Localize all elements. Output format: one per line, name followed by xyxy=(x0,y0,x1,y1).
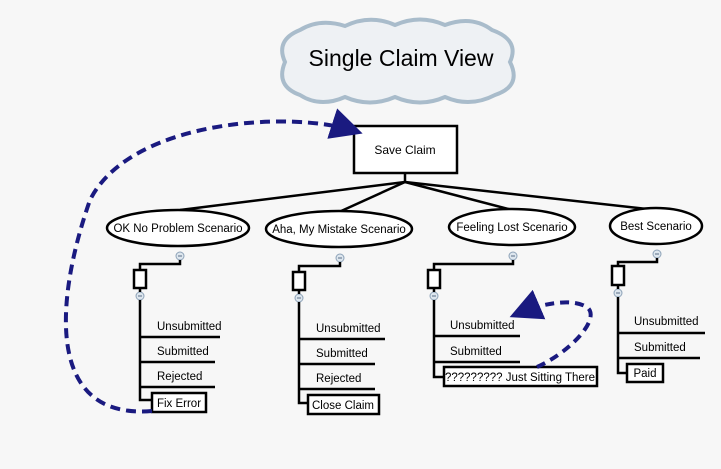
scenario-ok-no-problem: OK No Problem Scenario Unsubmitted Submi… xyxy=(105,208,251,414)
state-label: Submitted xyxy=(316,348,368,360)
scenario-node[interactable] xyxy=(608,206,704,246)
scenario-feeling-lost: Feeling Lost Scenario Unsubmitted Submit… xyxy=(426,207,599,388)
state-label: Submitted xyxy=(450,346,502,358)
scenario-best: Best Scenario Unsubmitted Submitted Paid xyxy=(608,206,705,384)
state-label: Submitted xyxy=(157,346,209,358)
root-node[interactable]: Save Claim xyxy=(352,124,459,175)
scenario-node[interactable] xyxy=(264,209,414,249)
state-label: Rejected xyxy=(157,371,202,383)
loop-arrow-fix-error-to-save xyxy=(63,108,363,414)
root-connectors xyxy=(179,173,657,214)
action-box[interactable] xyxy=(150,391,208,414)
action-label: ????????? Just Sitting There xyxy=(445,372,595,384)
collapse-handle[interactable] xyxy=(610,264,626,287)
minus-circle-icon[interactable] xyxy=(508,251,518,261)
action-label: Paid xyxy=(633,368,656,380)
action-box[interactable] xyxy=(625,362,665,384)
minus-circle-icon[interactable] xyxy=(652,249,662,259)
scenario-node[interactable] xyxy=(447,207,577,247)
collapse-handle[interactable] xyxy=(132,268,148,290)
scenario-node[interactable] xyxy=(105,208,251,248)
state-label: Submitted xyxy=(634,342,686,354)
minus-circle-icon[interactable] xyxy=(135,291,145,301)
action-label: Fix Error xyxy=(157,398,201,410)
state-label: Unsubmitted xyxy=(157,321,222,333)
loop-arrow-sitting-to-unsubmitted xyxy=(509,289,593,369)
action-label: Close Claim xyxy=(312,400,374,412)
state-label: Unsubmitted xyxy=(634,316,699,328)
root-label: Save Claim xyxy=(374,143,435,157)
scenario-aha-my-mistake: Aha, My Mistake Scenario Unsubmitted Sub… xyxy=(264,209,414,416)
state-label: Rejected xyxy=(316,373,361,385)
collapse-handle[interactable] xyxy=(291,270,307,292)
state-label: Unsubmitted xyxy=(450,320,515,332)
cloud-shape xyxy=(280,17,516,105)
scenario-label: Aha, My Mistake Scenario xyxy=(272,224,406,236)
minus-circle-icon[interactable] xyxy=(613,288,623,298)
action-box[interactable] xyxy=(306,393,381,416)
scenario-label: Best Scenario xyxy=(620,221,692,233)
scenario-label: OK No Problem Scenario xyxy=(113,223,242,235)
minus-circle-icon[interactable] xyxy=(294,293,304,303)
scenario-label: Feeling Lost Scenario xyxy=(456,222,567,234)
collapse-handle[interactable] xyxy=(426,268,442,290)
minus-circle-icon[interactable] xyxy=(335,253,345,263)
state-label: Unsubmitted xyxy=(316,323,381,335)
minus-circle-icon[interactable] xyxy=(175,251,185,261)
page-title: Single Claim View xyxy=(309,45,494,71)
minus-circle-icon[interactable] xyxy=(429,291,439,301)
title-cloud: Single Claim View xyxy=(280,17,516,105)
action-box[interactable] xyxy=(442,365,599,388)
